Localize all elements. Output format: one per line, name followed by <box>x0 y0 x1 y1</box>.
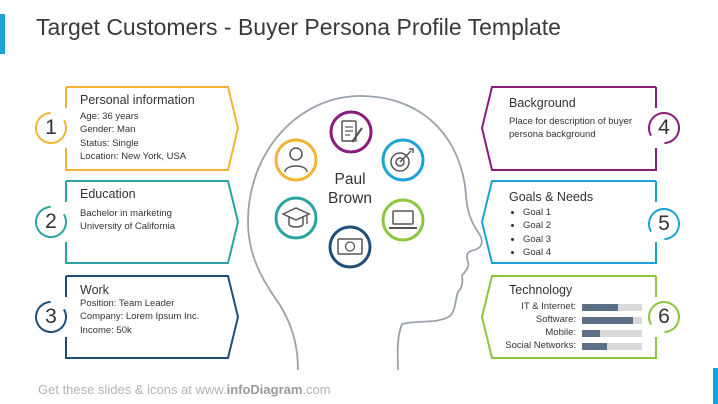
education-title: Education <box>80 187 136 201</box>
goals-title: Goals & Needs <box>509 190 594 204</box>
goals-box <box>480 180 681 264</box>
left-accent-bar <box>0 14 5 54</box>
personal-info-content: Personal information Age: 36 years Gende… <box>80 93 195 163</box>
work-line: Income: 50k <box>80 324 132 336</box>
persona-first-name: Paul <box>334 171 366 188</box>
technology-bar-fill <box>582 330 600 337</box>
technology-row-label: Social Networks: <box>505 340 576 351</box>
technology-box <box>480 275 681 359</box>
goals-list: Goal 1 Goal 2 Goal 3 Goal 4 <box>509 206 593 259</box>
money-icon <box>328 225 372 269</box>
right-accent-bar <box>713 368 718 404</box>
technology-bar-track <box>582 317 642 324</box>
technology-row-label: IT & Internet: <box>521 301 576 312</box>
technology-bar-fill <box>582 343 608 350</box>
target-icon <box>381 138 425 182</box>
education-line: University of California <box>80 221 176 233</box>
education-content: Education Bachelor in marketing Universi… <box>80 187 176 234</box>
background-line: Place for description of buyer <box>509 116 633 128</box>
goal-item: Goal 2 <box>523 219 593 232</box>
background-content: Background Place for description of buye… <box>509 96 633 142</box>
goals-content: Goals & Needs Goal 1 Goal 2 Goal 3 Goal … <box>509 190 594 259</box>
persona-name: Paul Brown <box>315 170 385 208</box>
goal-item: Goal 1 <box>523 206 593 219</box>
work-title: Work <box>80 283 109 297</box>
work-line: Company: Lorem Ipsum Inc. <box>80 311 200 323</box>
technology-content: Technology <box>509 283 573 300</box>
personal-info-line: Location: New York, USA <box>80 150 187 162</box>
technology-bar-fill <box>582 317 633 324</box>
technology-bar-track <box>582 343 642 350</box>
number-2: 2 <box>45 210 57 233</box>
work-content: Work Position: Team Leader Company: Lore… <box>80 283 200 337</box>
technology-row-label: Software: <box>535 314 576 325</box>
personal-info-line: Gender: Man <box>80 124 136 136</box>
background-title: Background <box>509 96 576 110</box>
person-icon <box>274 138 318 182</box>
work-line: Position: Team Leader <box>80 298 175 310</box>
education-line: Bachelor in marketing <box>80 208 172 220</box>
footer-text: Get these slides & icons at www.infoDiag… <box>38 382 331 397</box>
personal-info-line: Age: 36 years <box>80 111 139 123</box>
technology-title: Technology <box>509 283 573 297</box>
personal-info-line: Status: Single <box>80 137 139 149</box>
slide-title: Target Customers - Buyer Persona Profile… <box>36 14 561 40</box>
persona-last-name: Brown <box>328 190 372 207</box>
work-box <box>35 275 240 359</box>
personal-info-box <box>35 86 240 171</box>
background-line: persona background <box>509 129 596 141</box>
laptop-icon <box>381 198 425 242</box>
education-box <box>35 180 240 264</box>
footer-brand: infoDiagram <box>226 382 303 397</box>
background-box <box>480 86 681 171</box>
number-1: 1 <box>45 116 57 139</box>
graduation-cap-icon <box>274 196 318 240</box>
technology-bar-track <box>582 330 642 337</box>
number-3: 3 <box>45 305 57 328</box>
head-outline <box>247 95 483 371</box>
technology-bar-track <box>582 304 642 311</box>
footer-prefix: Get these slides & icons at www. <box>38 382 227 397</box>
goal-item: Goal 4 <box>523 246 593 259</box>
footer-suffix: .com <box>302 382 331 397</box>
goal-item: Goal 3 <box>523 233 593 246</box>
technology-bar-fill <box>582 304 618 311</box>
personal-info-title: Personal information <box>80 93 195 107</box>
number-4: 4 <box>658 116 670 139</box>
number-5: 5 <box>658 212 670 235</box>
document-edit-icon <box>329 110 373 154</box>
number-6: 6 <box>658 305 670 328</box>
technology-row-label: Mobile: <box>545 327 576 338</box>
